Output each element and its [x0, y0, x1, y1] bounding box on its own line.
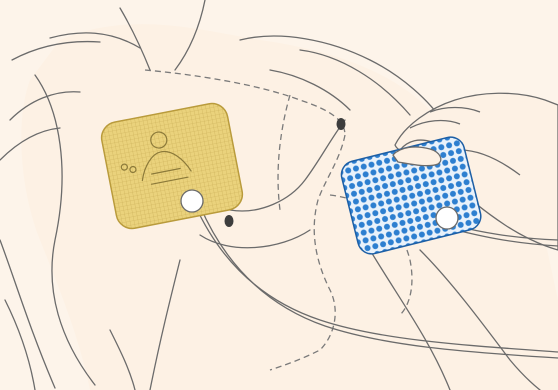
connector-icon-right — [436, 207, 458, 229]
connector-icon — [181, 190, 203, 212]
electrode-dot-lower — [225, 215, 234, 227]
fingers-icon — [393, 147, 441, 166]
electrode-pad-icon — [99, 101, 245, 231]
electrode-dot-upper — [337, 118, 346, 130]
